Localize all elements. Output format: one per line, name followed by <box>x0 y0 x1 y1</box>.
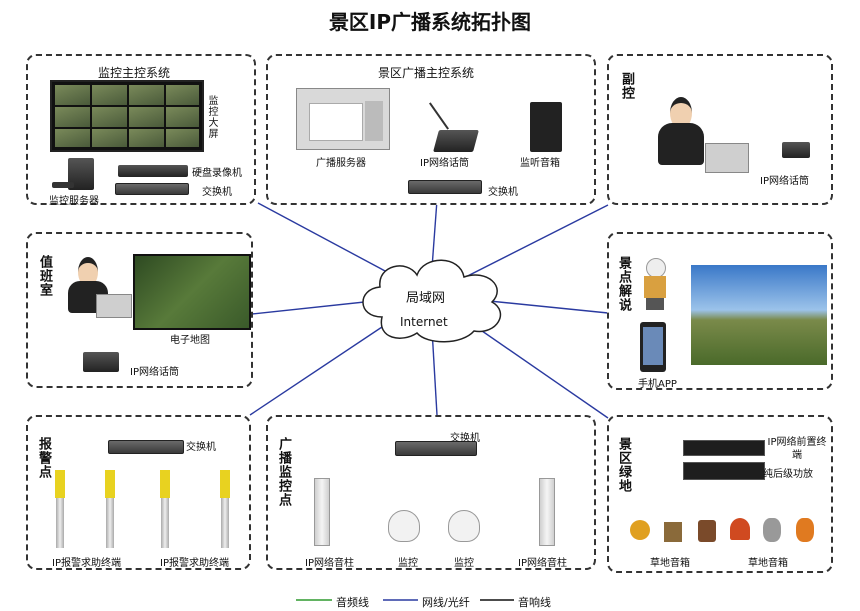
dome-camera-icon <box>448 510 480 542</box>
sub-control-label: 副控 <box>619 72 634 100</box>
alarm-pole <box>161 498 169 548</box>
alarm-switch-label: 交换机 <box>186 442 216 453</box>
monitor-server-label: 监控服务器 <box>49 196 99 207</box>
duty-room-label: 值班室 <box>37 255 52 297</box>
lawn-speaker-icon <box>630 520 650 540</box>
alarm-switch-icon <box>108 440 184 454</box>
laptop-icon <box>705 143 749 173</box>
monitor-box-header: 监控主控系统 <box>98 66 171 80</box>
page-title: 景区IP广播系统拓扑图 <box>328 10 532 34</box>
cloud-sublabel: Internet <box>400 315 448 329</box>
duty-mic-label: IP网络话筒 <box>130 367 179 378</box>
elder-guide-icon <box>640 258 670 310</box>
monitor-bigscreen-label: 监控大屏 <box>206 95 217 139</box>
preamp-terminal-icon <box>683 440 765 456</box>
lawn-speaker-icon <box>698 520 716 542</box>
great-wall-photo <box>691 265 827 365</box>
camera-label: 监控 <box>398 558 418 569</box>
lawn-speaker-label: 草地音箱 <box>748 558 788 569</box>
duty-laptop-icon <box>96 294 132 318</box>
sub-mic-label: IP网络话筒 <box>760 176 809 187</box>
alarm-point-label: 报警点 <box>36 437 51 479</box>
sub-mic-icon <box>782 142 810 158</box>
lawn-speaker-icon <box>730 518 750 540</box>
broadcast-switch-icon <box>408 180 482 194</box>
alarm-pole <box>221 498 229 548</box>
alarm-pole <box>106 498 114 548</box>
nvr-icon <box>118 165 188 177</box>
monitor-speaker-icon <box>530 102 562 152</box>
alarm-terminal-label: IP报警求助终端 <box>160 558 229 569</box>
alarm-terminal-icon <box>160 470 170 498</box>
power-amp-icon <box>683 462 765 480</box>
dome-camera-icon <box>388 510 420 542</box>
preamp-label: IP网络前置终端 <box>767 437 827 461</box>
bcmon-switch-label: 交换机 <box>450 433 480 444</box>
scenic-guide-label: 景点解说 <box>616 256 631 312</box>
legend-network-line: 网线/光纤 <box>422 596 470 609</box>
alarm-terminal-icon <box>55 470 65 498</box>
broadcast-server-icon <box>296 88 390 150</box>
legend-speaker-line: 音响线 <box>518 596 551 609</box>
cloud: 局域网 Internet <box>352 247 512 347</box>
alarm-pole <box>56 498 64 548</box>
operator-person-icon <box>650 95 710 170</box>
alarm-terminal-icon <box>220 470 230 498</box>
alarm-terminal-label: IP报警求助终端 <box>52 558 121 569</box>
electronic-map-label: 电子地图 <box>170 335 210 346</box>
broadcast-mic-icon <box>433 130 479 152</box>
bcmon-switch-icon <box>395 441 477 456</box>
camera-label: 监控 <box>454 558 474 569</box>
nvr-label: 硬盘录像机 <box>192 168 242 179</box>
alarm-terminal-icon <box>105 470 115 498</box>
broadcast-monitor-label: 广播监控点 <box>276 437 291 507</box>
column-speaker-icon <box>539 478 555 546</box>
cloud-icon <box>362 259 502 343</box>
broadcast-mic-label: IP网络话筒 <box>420 158 469 169</box>
monitor-bigscreen <box>50 80 204 152</box>
broadcast-switch-label: 交换机 <box>488 187 518 198</box>
phone-app-label: 手机APP <box>638 379 677 390</box>
duty-mic-icon <box>83 352 119 372</box>
monitor-switch-icon <box>115 183 189 195</box>
sub-control-box <box>607 54 833 205</box>
monitor-keyboard-icon <box>52 182 74 188</box>
scenic-lawn-label: 景区绿地 <box>616 437 631 493</box>
cloud-label: 局域网 <box>406 291 446 306</box>
lawn-speaker-icon <box>796 518 814 542</box>
column-speaker-label: IP网络音柱 <box>305 558 354 569</box>
power-amp-label: 纯后级功放 <box>763 469 813 480</box>
legend-audio-line: 音频线 <box>336 596 369 609</box>
monitor-switch-label: 交换机 <box>202 187 232 198</box>
lawn-speaker-icon <box>763 518 781 542</box>
monitor-speaker-label: 监听音箱 <box>520 158 560 169</box>
phone-app-icon <box>640 322 666 372</box>
broadcast-server-label: 广播服务器 <box>316 158 366 169</box>
lawn-speaker-icon <box>664 522 682 542</box>
electronic-map <box>133 254 251 330</box>
lawn-speaker-label: 草地音箱 <box>650 558 690 569</box>
broadcast-box-header: 景区广播主控系统 <box>378 66 475 80</box>
column-speaker-icon <box>314 478 330 546</box>
column-speaker-label: IP网络音柱 <box>518 558 567 569</box>
